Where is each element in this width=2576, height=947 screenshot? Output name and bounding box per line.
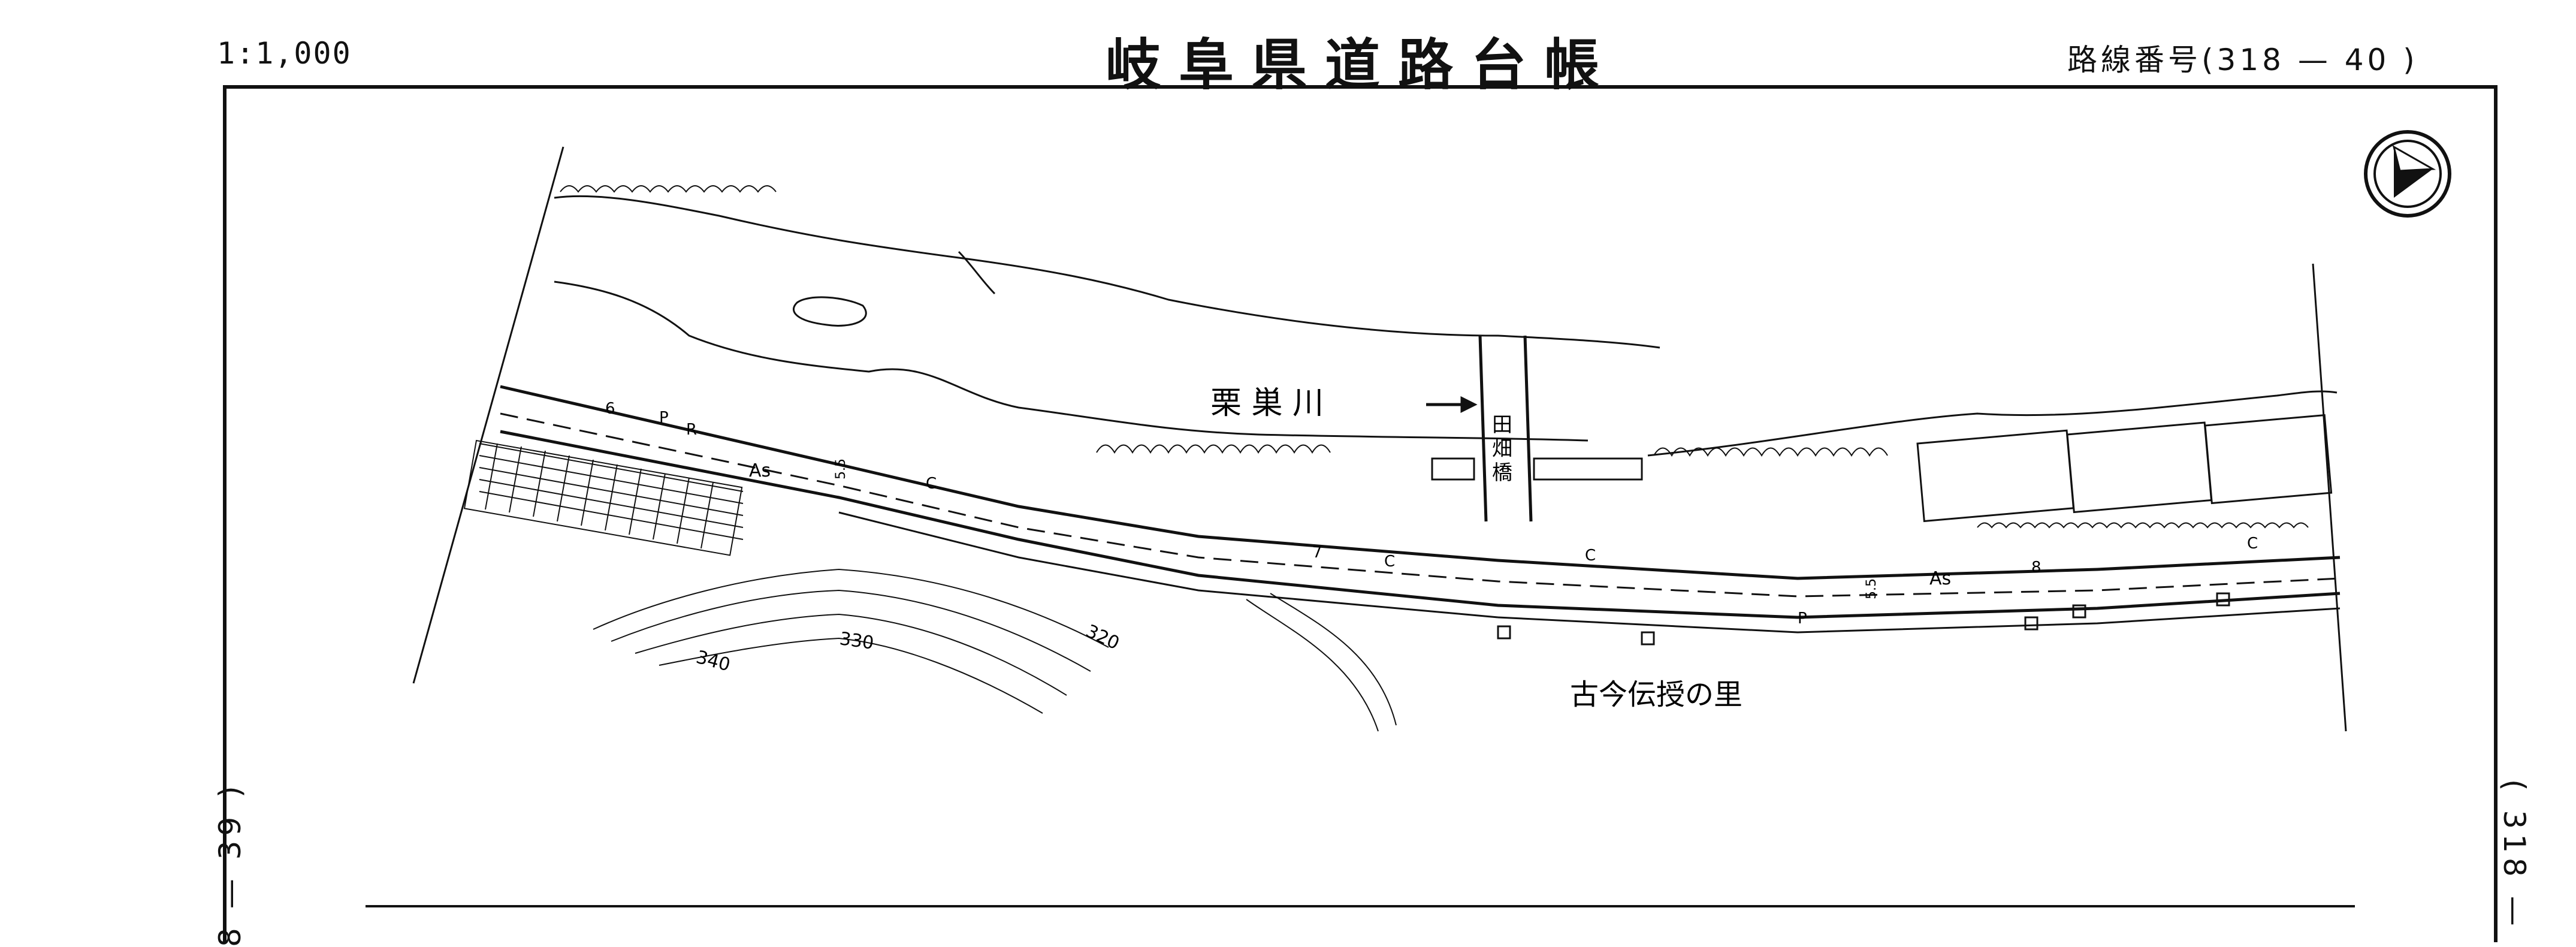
road-code-C-4: C	[2247, 535, 2258, 553]
road	[500, 385, 2341, 634]
bridge-name-label-3: 橋	[1492, 461, 1512, 485]
contour-lines	[593, 568, 1397, 732]
road-code-5.5-left: 5.5	[833, 459, 848, 479]
contour-label-330: 330	[838, 628, 875, 654]
road-code-5.5-right: 5.5	[1864, 578, 1879, 599]
road-code-R: R	[686, 421, 697, 439]
map-frame	[223, 85, 2498, 942]
river-banks	[554, 195, 2338, 457]
river-flow-arrow-icon	[1426, 396, 1478, 414]
bank-vegetation	[560, 185, 2309, 529]
road-code-P: P	[659, 409, 669, 427]
retaining-wall	[463, 439, 744, 556]
road-code-7: 7	[1312, 544, 1322, 562]
road-code-C-2: C	[1384, 553, 1395, 571]
contour-label-320: 320	[1083, 621, 1123, 655]
map-scale: 1:1,000	[217, 36, 352, 71]
route-number: 路線番号(318 — 40 )	[2067, 43, 2418, 77]
road-code-8: 8	[2031, 559, 2042, 577]
north-arrow-icon	[2364, 130, 2451, 218]
road-code-C-3: C	[1585, 547, 1596, 565]
road-code-As-right: As	[1929, 568, 1951, 589]
buildings	[1497, 414, 2333, 646]
map-edge-left	[412, 146, 564, 684]
river-name-label: 栗 巣 川	[1210, 385, 1324, 421]
road-code-6: 6	[605, 400, 615, 418]
place-name-label: 古今伝授の里	[1570, 678, 1743, 711]
map-edge-right	[2312, 263, 2347, 732]
contour-label-340: 340	[694, 647, 732, 676]
road-code-As-left: As	[749, 460, 771, 481]
bridge-name-label-1: 田	[1492, 413, 1512, 437]
bridge	[1431, 335, 1643, 522]
road-code-C-1: C	[926, 475, 937, 493]
road-code-P-right: P	[1798, 610, 1807, 628]
bridge-name-label-2: 畑	[1492, 437, 1512, 461]
